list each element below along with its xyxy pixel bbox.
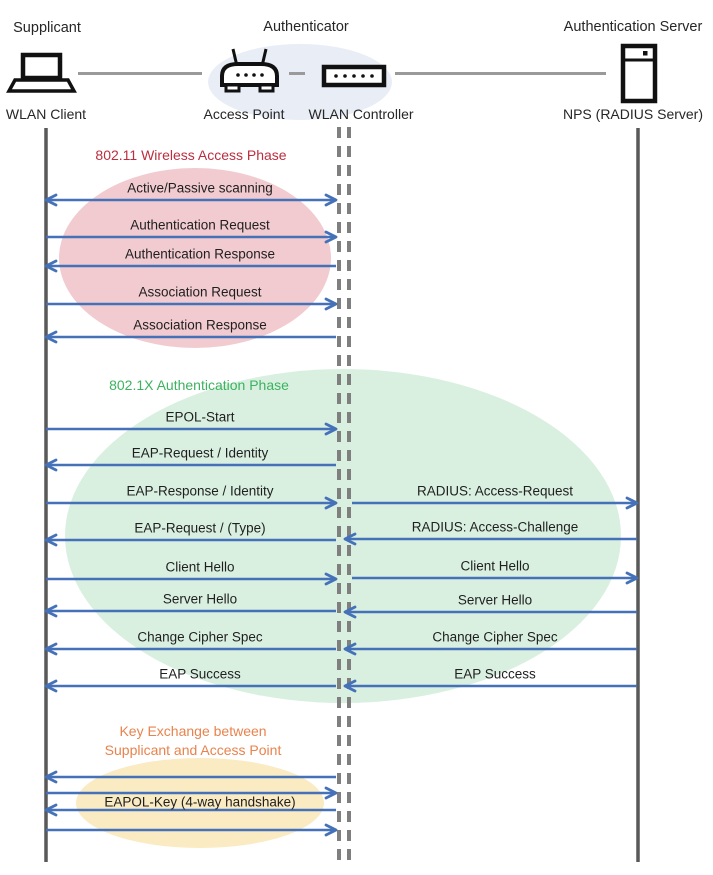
message-arrow: [343, 532, 637, 546]
message-label: RADIUS: Access-Request: [416, 483, 574, 499]
message-arrow: [352, 496, 639, 510]
message-arrow: [46, 230, 338, 244]
message-label: EPOL-Start: [165, 409, 235, 425]
message-label: EAP Success: [454, 666, 536, 682]
message-label: Client Hello: [165, 559, 235, 575]
role-label-supplicant: Supplicant: [13, 19, 81, 36]
message-arrow: [46, 297, 338, 311]
message-label: RADIUS: Access-Challenge: [411, 519, 579, 535]
phase-2-title: 802.1X Authentication Phase: [109, 377, 289, 393]
phase-2-ellipse: [65, 369, 621, 703]
message-arrow: [352, 571, 639, 585]
message-arrow: [44, 803, 336, 817]
role-label-authenticator: Authenticator: [263, 18, 349, 35]
message-arrow: [46, 823, 338, 837]
message-arrow: [44, 458, 336, 472]
laptop-icon: [6, 52, 77, 93]
device-label-access-point: Access Point: [203, 106, 285, 122]
message-arrow: [46, 572, 338, 586]
message-label: EAPOL-Key (4-way handshake): [104, 794, 296, 810]
message-label: EAP-Request / Identity: [131, 445, 269, 461]
wlan-controller-icon: [321, 64, 387, 88]
lifelines: [44, 127, 640, 862]
phase-3-title: Supplicant and Access Point: [104, 742, 282, 758]
phase-1-title: 802.11 Wireless Access Phase: [95, 147, 287, 163]
message-label: Authentication Response: [124, 246, 276, 262]
message-arrow: [44, 679, 336, 693]
message-arrow: [46, 496, 338, 510]
message-arrow: [44, 330, 336, 344]
device-label-wlan-client: WLAN Client: [5, 106, 87, 122]
message-arrow: [343, 642, 637, 656]
message-arrow: [44, 533, 336, 547]
message-arrow: [46, 422, 338, 436]
message-arrow: [44, 770, 336, 784]
message-arrow: [343, 679, 637, 693]
message-arrow: [44, 604, 336, 618]
message-arrow: [44, 642, 336, 656]
message-label: Association Request: [138, 284, 262, 300]
message-label: EAP-Request / (Type): [134, 520, 266, 536]
message-arrow: [343, 605, 637, 619]
access-point-icon: [220, 48, 279, 93]
phase-3-title: Key Exchange between: [119, 723, 267, 739]
arrows-layer: [44, 193, 639, 837]
message-label: Active/Passive scanning: [127, 180, 273, 196]
message-label: Server Hello: [457, 592, 533, 608]
message-label: EAP Success: [159, 666, 241, 682]
message-label: Change Cipher Spec: [432, 629, 558, 645]
server-icon: [620, 43, 658, 104]
message-label: Server Hello: [162, 591, 238, 607]
message-label: EAP-Response / Identity: [126, 483, 274, 499]
phase-3-ellipse: [76, 758, 324, 848]
message-label: Authentication Request: [130, 217, 270, 233]
message-arrow: [44, 259, 336, 273]
message-label: Client Hello: [460, 558, 530, 574]
device-label-nps: NPS (RADIUS Server): [562, 106, 704, 122]
role-label-authentication-server: Authentication Server: [563, 18, 703, 35]
message-label: Association Response: [133, 317, 267, 333]
message-label: Change Cipher Spec: [137, 629, 263, 645]
device-label-wlan-controller: WLAN Controller: [308, 106, 414, 122]
message-arrow: [44, 193, 338, 207]
message-arrow: [46, 786, 338, 800]
